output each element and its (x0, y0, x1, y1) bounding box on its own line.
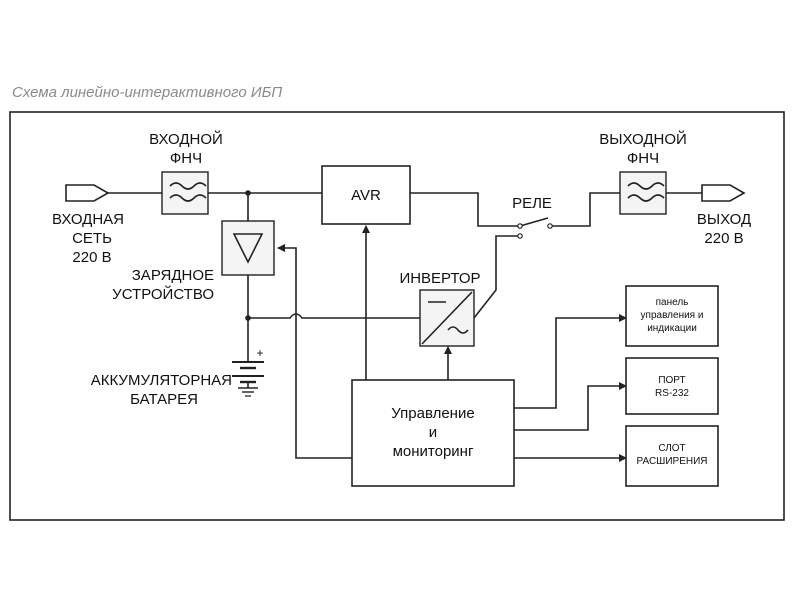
ac-symbol-icon (447, 326, 469, 334)
port-block (625, 357, 719, 415)
panel-label-3: индикации (647, 323, 697, 334)
output-label-2: 220 В (704, 230, 743, 247)
control-block (351, 379, 515, 487)
output-filter-label-1: ВЫХОДНОЙ (599, 130, 687, 148)
filter-wave-icon (169, 182, 207, 190)
port-label-1: ПОРТ (658, 375, 685, 386)
output-plug-icon (701, 184, 746, 202)
battery-label-1: АККУМУЛЯТОРНАЯ (91, 372, 232, 389)
control-label-3: мониторинг (393, 443, 474, 460)
input-plug-icon (65, 184, 110, 202)
outer-frame (9, 111, 785, 521)
slot-label-1: СЛОТ (658, 443, 685, 454)
input-filter-label-1: ВХОДНОЙ (149, 130, 223, 148)
inverter-label: ИНВЕРТОР (399, 270, 480, 287)
panel-label-1: панель (656, 297, 689, 308)
avr-label: AVR (351, 187, 381, 204)
avr-block (321, 165, 411, 225)
output-filter-label-2: ФНЧ (627, 150, 659, 167)
input-mains-label-1: ВХОДНАЯ (52, 211, 124, 228)
input-mains-label-2: СЕТЬ (72, 230, 112, 247)
wire-relay-inverter (473, 235, 518, 319)
battery-label-2: БАТАРЕЯ (130, 391, 198, 408)
panel-label-2: управления и (641, 310, 704, 321)
wire-control-charger (277, 244, 352, 459)
battery-symbol (232, 352, 264, 397)
wire-dc-bus (248, 313, 420, 319)
inverter-block (419, 289, 475, 347)
wire-control-port (514, 382, 627, 431)
wire-relay-outfilter (552, 192, 620, 227)
relay-switch (519, 217, 549, 227)
port-label-2: RS-232 (655, 388, 689, 399)
wire-avr-relay (410, 192, 520, 227)
output-label-1: ВЫХОД (697, 211, 751, 228)
wire-control-panel (514, 314, 627, 409)
diagram-caption: Схема линейно-интерактивного ИБП (12, 84, 283, 101)
relay-label: РЕЛЕ (512, 195, 552, 212)
panel-block (625, 285, 719, 347)
input-filter-block (161, 171, 209, 215)
slot-block (625, 425, 719, 487)
charger-triangle-icon (232, 233, 264, 264)
control-label-2: и (429, 424, 437, 441)
charger-label-2: УСТРОЙСТВО (112, 285, 214, 303)
input-filter-label-2: ФНЧ (170, 150, 202, 167)
control-label-1: Управление (391, 405, 474, 422)
output-filter-block (619, 171, 667, 215)
input-mains-label-3: 220 В (72, 249, 111, 266)
filter-wave-icon (627, 182, 665, 190)
battery-plus-sign: + (256, 346, 263, 360)
charger-label-1: ЗАРЯДНОЕ (132, 267, 214, 284)
charger-block (221, 220, 275, 276)
slot-label-2: РАСШИРЕНИЯ (637, 456, 708, 467)
